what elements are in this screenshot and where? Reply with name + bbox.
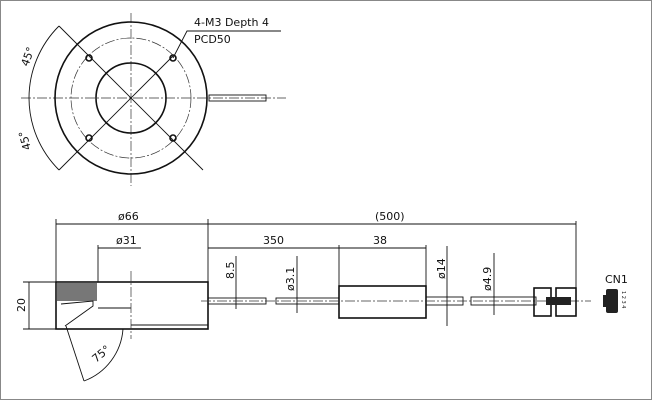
dim-cable-offset: 8.5 (224, 262, 237, 280)
dim-height: 20 (15, 298, 28, 312)
dim-outer-diameter: ø66 (118, 210, 139, 223)
dim-cable-diameter: ø3.1 (284, 267, 297, 291)
dim-cable-length: 350 (263, 234, 284, 247)
angle-arc (28, 25, 60, 171)
hatched-section (57, 283, 97, 301)
hole-callout: 4-M3 Depth 4 (194, 16, 269, 29)
led-section (60, 300, 94, 327)
mount-hole (85, 134, 93, 142)
connector-icon (606, 289, 618, 313)
angle-light-label: 75° (90, 343, 113, 365)
controller-box (338, 285, 427, 319)
outer-ring (54, 21, 208, 175)
hole-leader (172, 30, 281, 59)
dim-total-cable: (500) (375, 210, 405, 223)
top-view: 4-M3 Depth 4 PCD50 45° 45° (16, 13, 286, 186)
dim-box-diameter: ø14 (435, 258, 448, 279)
dim-tail-diameter: ø4.9 (481, 267, 494, 291)
inner-aperture (95, 62, 167, 134)
dim-box-length: 38 (373, 234, 387, 247)
angle-upper-label: 45° (19, 45, 38, 68)
mount-hole (85, 54, 93, 62)
pcd-circle (70, 37, 192, 159)
mount-hole (169, 54, 177, 62)
side-view: ø66 ø31 20 75° (500) 350 8.5 ø3.1 38 (15, 210, 591, 382)
cable-top (208, 94, 267, 102)
connector-cn1: CN1 1 2 3 4 (603, 273, 628, 313)
mount-hole (169, 134, 177, 142)
angle-arc-75 (83, 328, 124, 382)
plug-core (546, 297, 571, 305)
angle-lower-label: 45° (16, 129, 34, 151)
dim-inner-diameter: ø31 (116, 234, 137, 247)
connector-label: CN1 (605, 273, 628, 286)
light-body (55, 281, 209, 330)
diagonal-line (58, 55, 174, 171)
connector-pins: 1 2 3 4 (620, 291, 626, 309)
pcd-callout: PCD50 (194, 33, 231, 46)
